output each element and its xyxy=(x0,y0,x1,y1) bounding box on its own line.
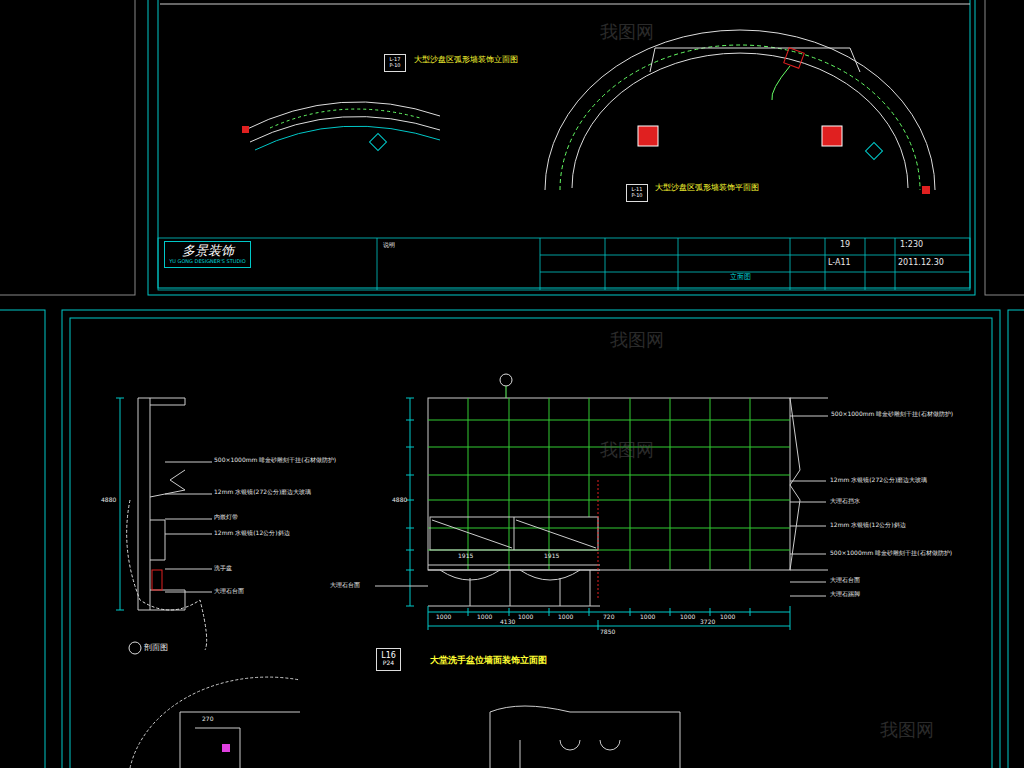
dimension: 1000 xyxy=(558,614,573,621)
node-subtext: YU GONG DESIGNER'S STUDIO xyxy=(169,259,246,265)
dimension: 4880 xyxy=(101,497,116,504)
sheet-frame xyxy=(62,310,1000,768)
dimension: 12mm 水银镜(272公分)磨边大玻璃 xyxy=(214,489,311,496)
sheet-frame xyxy=(0,310,45,768)
dimension: 19 xyxy=(840,241,850,250)
dimension: 1000 xyxy=(436,614,451,621)
node-heading: 多景装饰 xyxy=(169,244,246,259)
logo-cell: 多景装饰YU GONG DESIGNER'S STUDIO xyxy=(164,241,251,268)
dimension: 1000 xyxy=(680,614,695,621)
title-block xyxy=(158,238,970,290)
watermark: 我图网 xyxy=(880,720,934,740)
sheet-frame xyxy=(985,0,1024,295)
annotation: 大理石踢脚 xyxy=(830,591,860,598)
sheet-frame xyxy=(158,0,970,288)
annotation: 大型沙盘区弧形墙装饰立面图 xyxy=(414,56,518,65)
annotation: 大理石台面 xyxy=(214,588,244,595)
annotation: 洗手盆 xyxy=(214,565,232,572)
annotation: 内嵌灯带 xyxy=(214,514,238,521)
sheet-frame xyxy=(70,318,992,768)
arc-wall-elevation xyxy=(242,102,440,151)
annotation: 大理石挡水 xyxy=(830,498,860,505)
callout-symbol: L-11P-10 xyxy=(626,184,648,202)
dimension: 1:230 xyxy=(900,241,923,250)
callout-symbol: L16P24 xyxy=(376,648,401,671)
annotation: 立面图 xyxy=(730,274,751,282)
sheet-frame xyxy=(148,0,975,295)
annotation: 说明 xyxy=(383,242,395,249)
dimension: 270 xyxy=(202,716,213,723)
node-subtext: P24 xyxy=(381,660,396,667)
dimension: 500×1000mm 啡金砂雕刻干挂(石材做防护) xyxy=(830,550,952,557)
dimension: 1915 xyxy=(544,553,559,560)
dimension: 7850 xyxy=(600,629,615,636)
dimension: 2011.12.30 xyxy=(898,259,944,268)
dimension: 1000 xyxy=(720,614,735,621)
section-view xyxy=(116,398,680,768)
watermark: 我图网 xyxy=(600,440,654,460)
dimension: 1000 xyxy=(640,614,655,621)
watermark: 我图网 xyxy=(610,330,664,350)
sheet-frame xyxy=(0,0,135,295)
annotation: 大理石台面 xyxy=(330,582,360,589)
callout-symbol: L-17P-10 xyxy=(384,54,406,72)
dimension: 720 xyxy=(603,614,614,621)
dimension: 12mm 水银镜(272公分)磨边大玻璃 xyxy=(830,477,927,484)
dimension: 4880 xyxy=(392,497,407,504)
dimension: 12mm 水银镜(12公分)斜边 xyxy=(830,522,906,529)
watermark: 我图网 xyxy=(600,22,654,42)
annotation: 大理石台面 xyxy=(830,577,860,584)
node-subtext: P-10 xyxy=(631,193,643,199)
node-heading: L16 xyxy=(381,651,396,660)
dimension: 500×1000mm 啡金砂雕刻干挂(石材做防护) xyxy=(214,457,336,464)
node-subtext: P-10 xyxy=(389,63,401,69)
dimension: 1915 xyxy=(458,553,473,560)
dimension: 1000 xyxy=(477,614,492,621)
arc-wall-plan xyxy=(545,30,935,194)
drawing-title: 大堂洗手盆位墙面装饰立面图 xyxy=(430,656,547,666)
dimension: 1000 xyxy=(518,614,533,621)
sheet-frame xyxy=(1008,310,1024,768)
annotation: 大型沙盘区弧形墙装饰平面图 xyxy=(655,184,759,193)
wall-elevation xyxy=(375,374,828,630)
dimension: 500×1000mm 啡金砂雕刻干挂(石材做防护) xyxy=(831,411,953,418)
dimension: 12mm 水银镜(12公分)斜边 xyxy=(214,530,290,537)
annotation: 剖面图 xyxy=(144,644,168,653)
annotation: L-A11 xyxy=(828,259,851,268)
dimension: 3720 xyxy=(700,619,715,626)
dimension: 4130 xyxy=(500,619,515,626)
